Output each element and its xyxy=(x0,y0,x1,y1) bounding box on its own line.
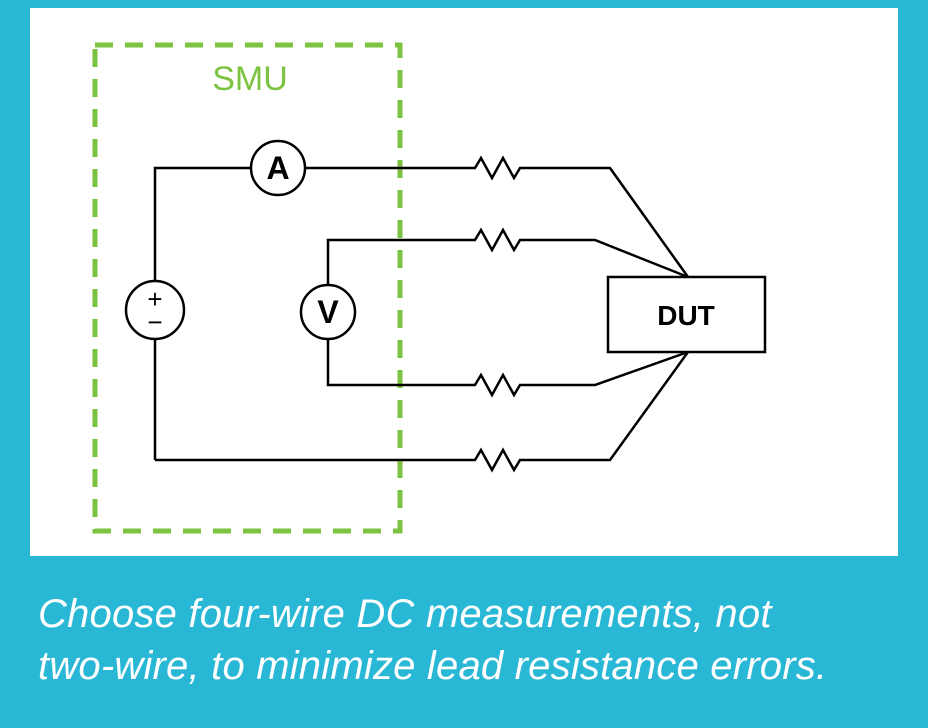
caption-line-1: Choose four-wire DC measurements, not xyxy=(38,592,772,636)
voltage-source-symbol xyxy=(124,279,186,341)
sense-high-wire xyxy=(326,227,689,285)
dut-box xyxy=(606,275,767,354)
four-wire-measurement-diagram: SMU + − A V DUT xyxy=(92,42,767,534)
force-low-wire xyxy=(155,351,690,473)
dut-label: DUT xyxy=(657,300,715,331)
source-plus-label: + xyxy=(147,284,162,314)
caption-line-2: two-wire, to minimize lead resistance er… xyxy=(38,644,828,688)
diagram-panel: SMU + − A V DUT xyxy=(30,8,898,556)
force-high-wire xyxy=(153,155,690,460)
caption: Choose four-wire DC measurements, not tw… xyxy=(38,588,920,692)
sense-low-wire xyxy=(326,339,689,398)
ammeter-symbol xyxy=(249,139,307,197)
smu-dashed-boundary xyxy=(92,42,403,534)
ammeter-label: A xyxy=(266,150,289,186)
smu-label: SMU xyxy=(212,60,288,98)
voltmeter-symbol xyxy=(299,283,357,341)
voltmeter-label: V xyxy=(317,294,339,330)
source-minus-label: − xyxy=(147,307,162,337)
